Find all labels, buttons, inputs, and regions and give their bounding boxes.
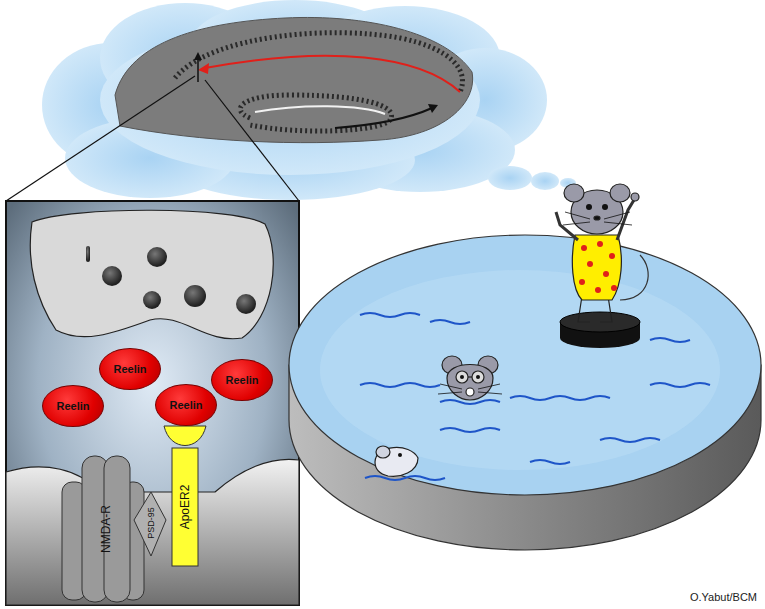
node-text: NMDA-R [99,505,113,553]
zoom-line [205,80,299,201]
psd95-shape [134,492,166,556]
sinking-mouse [365,446,445,480]
apoer2-label: ApoER2 [172,452,198,562]
node-text: Reelin [56,400,89,412]
node-text: ApoER2 [178,485,192,530]
platform [560,312,640,348]
postsynaptic-spine [6,459,299,605]
reelin-ellipse: Reelin [155,384,217,426]
inset-panel [6,201,299,605]
reelin-ellipse: Reelin [42,385,104,427]
node-text: Reelin [169,399,202,411]
standing-mouse [556,184,648,322]
psd95-label: PSD-95 [140,496,162,550]
presynaptic-terminal [30,210,273,339]
zoom-line [6,76,195,201]
water-maze [289,235,761,550]
node-text: PSD-95 [146,507,156,539]
nmda-receptor-label: NMDA-R [88,470,124,588]
reelin-ellipse: Reelin [99,348,161,390]
credit-label: O.Yabut/BCM [690,591,757,603]
node-text: Reelin [113,363,146,375]
reelin-ellipse: Reelin [211,359,273,401]
node-text: Reelin [225,374,258,386]
vesicles [86,246,256,314]
hippocampus [115,17,473,142]
nmda-receptor [62,456,144,602]
swimming-mouse [438,356,502,404]
apoer2-shape [164,426,206,566]
thought-cloud [42,0,576,200]
